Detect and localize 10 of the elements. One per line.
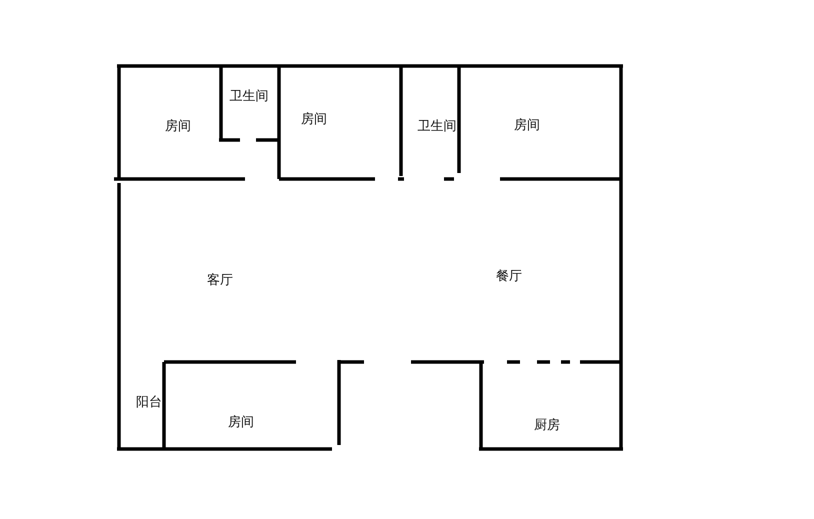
room-label: 餐厅 <box>496 270 522 284</box>
room-label: 房间 <box>514 118 540 134</box>
room-label: 卫生间 <box>230 90 268 104</box>
room-label: 房间 <box>228 416 254 430</box>
room-label: 客厅 <box>207 274 233 288</box>
room-label: 厨房 <box>534 418 560 434</box>
room-label: 房间 <box>301 112 327 128</box>
room-label: 房间 <box>165 120 191 134</box>
room-label: 阳台 <box>136 396 162 410</box>
room-label: 卫生间 <box>418 120 456 134</box>
